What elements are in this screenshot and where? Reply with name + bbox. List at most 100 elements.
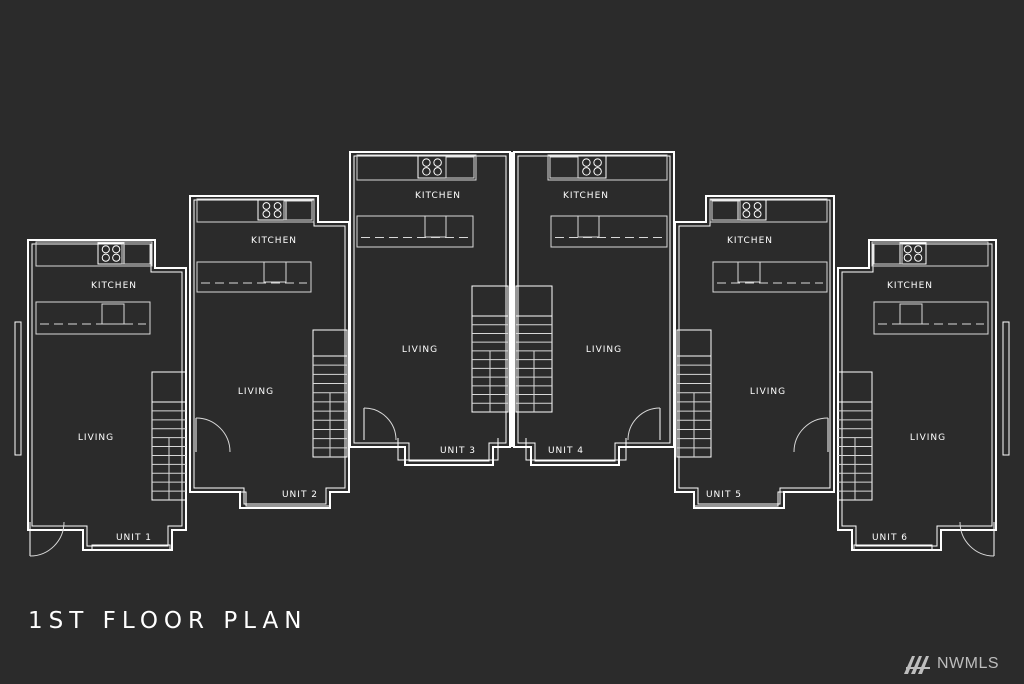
burner [273, 210, 282, 218]
living-label: LIVING [586, 345, 622, 355]
cooktop-icon [899, 242, 927, 265]
unit-outer-wall [27, 239, 187, 551]
cooktop-frame [899, 242, 927, 265]
nwmls-watermark: NWMLS [904, 654, 999, 674]
island-sink [263, 261, 287, 283]
island-sink [424, 215, 447, 238]
burner [433, 167, 442, 176]
cooktop-frame [97, 242, 125, 265]
unit-inner-wall [517, 155, 671, 462]
burner [742, 210, 751, 218]
entry-door [29, 521, 65, 557]
kitchen-label: KITCHEN [563, 191, 609, 201]
kitchen-island [196, 261, 312, 293]
stair-landing [676, 329, 712, 357]
island-sink [737, 261, 761, 283]
door-swing-arc [363, 407, 397, 441]
unit-inner-wall [31, 243, 183, 547]
staircase [471, 315, 509, 413]
kitchen-island [712, 261, 828, 293]
door-swing-arc [195, 417, 231, 453]
burner [422, 167, 431, 176]
stair-landing [151, 371, 187, 403]
stair-landing [471, 285, 509, 317]
unit-label: UNIT 4 [548, 446, 584, 456]
kitchen-counter [871, 241, 989, 267]
living-label: LIVING [78, 433, 114, 443]
burner [914, 245, 923, 254]
kitchen-counter [356, 154, 477, 181]
burner [593, 158, 602, 167]
burner [112, 245, 121, 254]
cooktop-icon [417, 155, 447, 179]
fridge [283, 200, 313, 221]
door-swing-arc [29, 521, 65, 557]
living-label: LIVING [402, 345, 438, 355]
fridge [549, 156, 579, 179]
front-step [240, 491, 331, 507]
staircase [151, 401, 187, 501]
burner [433, 158, 442, 167]
cooktop-frame [417, 155, 447, 179]
front-step [91, 544, 171, 550]
kitchen-label: KITCHEN [727, 236, 773, 246]
burner [742, 202, 751, 210]
stair-landing [312, 329, 348, 357]
burner [262, 202, 271, 210]
unit-4: KITCHEN LIVING UNIT 4 [513, 151, 675, 466]
entry-door [363, 407, 397, 441]
cooktop-frame [577, 155, 607, 179]
staircase [837, 401, 873, 501]
door-swing-arc [959, 521, 995, 557]
burner [582, 167, 591, 176]
door-swing-arc [793, 417, 829, 453]
kitchen-island [550, 215, 668, 248]
burner [593, 167, 602, 176]
front-step [397, 438, 499, 461]
burner [582, 158, 591, 167]
fridge [121, 243, 151, 265]
staircase [676, 355, 712, 458]
living-label: LIVING [238, 387, 274, 397]
unit-5: KITCHEN LIVING UNIT 5 [674, 195, 835, 509]
stair-landing [837, 371, 873, 403]
unit-label: UNIT 3 [440, 446, 476, 456]
burner [262, 210, 271, 218]
kitchen-label: KITCHEN [415, 191, 461, 201]
front-step [525, 438, 627, 461]
door-swing-arc [627, 407, 661, 441]
unit-outer-wall [513, 151, 675, 466]
burner [753, 210, 762, 218]
kitchen-island [35, 301, 151, 335]
entry-door [793, 417, 829, 453]
unit-inner-wall [841, 243, 993, 547]
entry-door [627, 407, 661, 441]
unit-label: UNIT 2 [282, 490, 318, 500]
unit-outer-wall [837, 239, 997, 551]
unit-label: UNIT 6 [872, 533, 908, 543]
living-label: LIVING [910, 433, 946, 443]
unit-label: UNIT 5 [706, 490, 742, 500]
burner [112, 253, 121, 262]
kitchen-island [356, 215, 474, 248]
entry-door [195, 417, 231, 453]
cooktop-frame [737, 199, 767, 221]
cooktop-icon [737, 199, 767, 221]
unit-3: KITCHEN LIVING UNIT 3 [349, 151, 511, 466]
side-window [1002, 321, 1010, 456]
staircase [312, 355, 348, 458]
fridge [445, 156, 475, 179]
kitchen-counter [196, 198, 315, 223]
cooktop-frame [257, 199, 287, 221]
front-step [693, 491, 784, 507]
island-sink [577, 215, 600, 238]
cooktop-icon [577, 155, 607, 179]
burner [903, 253, 912, 262]
plan-title: 1ST FLOOR PLAN [28, 608, 308, 634]
living-label: LIVING [750, 387, 786, 397]
unit-label: UNIT 1 [116, 533, 152, 543]
fridge [873, 243, 903, 265]
